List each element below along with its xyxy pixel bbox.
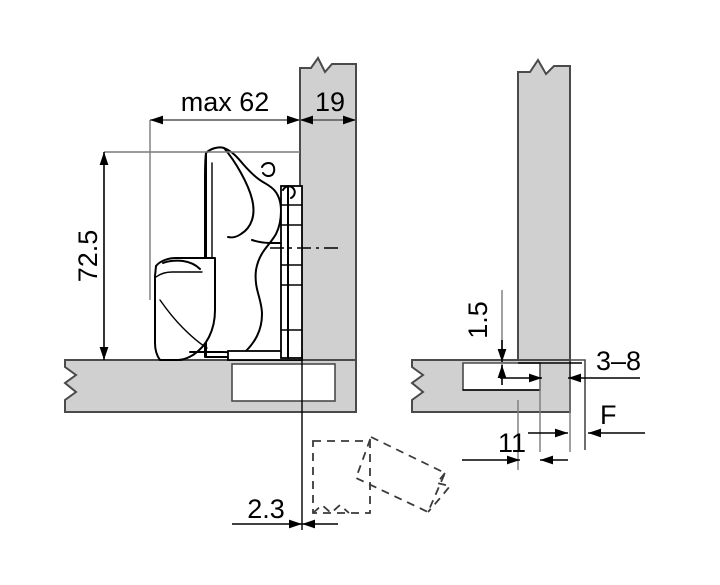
hinge-cup — [154, 257, 216, 361]
adjust-screw-icon — [282, 185, 296, 199]
hinge-cup-rim — [162, 259, 201, 270]
mounting-plate-body — [280, 185, 303, 359]
hinge-cup-top-edge — [155, 271, 203, 278]
cabinet-recess — [231, 363, 336, 402]
dim-label-11: 11 — [498, 428, 526, 458]
cabinet-panel-left-view — [63, 359, 357, 413]
hinge-neck-detail — [251, 239, 282, 244]
hinge-mechanism — [154, 146, 340, 361]
door-panel-shape-detail — [517, 58, 571, 361]
dim-label-19: 19 — [315, 87, 345, 117]
mounting-plate — [280, 185, 303, 359]
dimension-72-5: 72.5 — [73, 151, 300, 360]
side-view: max 62 19 72.5 2.3 — [63, 56, 452, 530]
hinge-pivot-knob — [261, 162, 276, 178]
ghost-door-closed — [312, 440, 371, 514]
mounting-plate-ribs — [280, 204, 303, 331]
hinge-upper-lobe — [223, 147, 255, 239]
dim-label-72-5: 72.5 — [73, 230, 103, 283]
hinge-arm-body — [205, 146, 282, 358]
dim-label-max-62: max 62 — [181, 87, 270, 117]
dimension-max-62: max 62 — [149, 87, 300, 300]
dimension-3-8: 3–8 — [500, 346, 641, 452]
dimension-F: F — [528, 400, 645, 438]
ghost-door-open-break — [427, 472, 452, 513]
dim-label-2-3: 2.3 — [247, 494, 285, 524]
door-reveal-outline — [518, 359, 586, 450]
dim-label-1-5: 1.5 — [463, 301, 493, 339]
dim-label-F: F — [600, 400, 617, 430]
door-swing-ghosts — [312, 435, 452, 515]
dimension-1-5: 1.5 — [463, 290, 507, 385]
hinge-cup-diagonal — [159, 299, 208, 349]
door-panel-right-view — [517, 58, 571, 361]
dimension-11: 11 — [462, 400, 568, 470]
dimension-2-3: 2.3 — [232, 360, 338, 530]
detail-view: 1.5 3–8 F 1 — [410, 58, 645, 470]
dimension-19: 19 — [300, 87, 356, 125]
dim-label-3-8: 3–8 — [596, 346, 641, 376]
hinge-left-edge — [204, 152, 207, 358]
